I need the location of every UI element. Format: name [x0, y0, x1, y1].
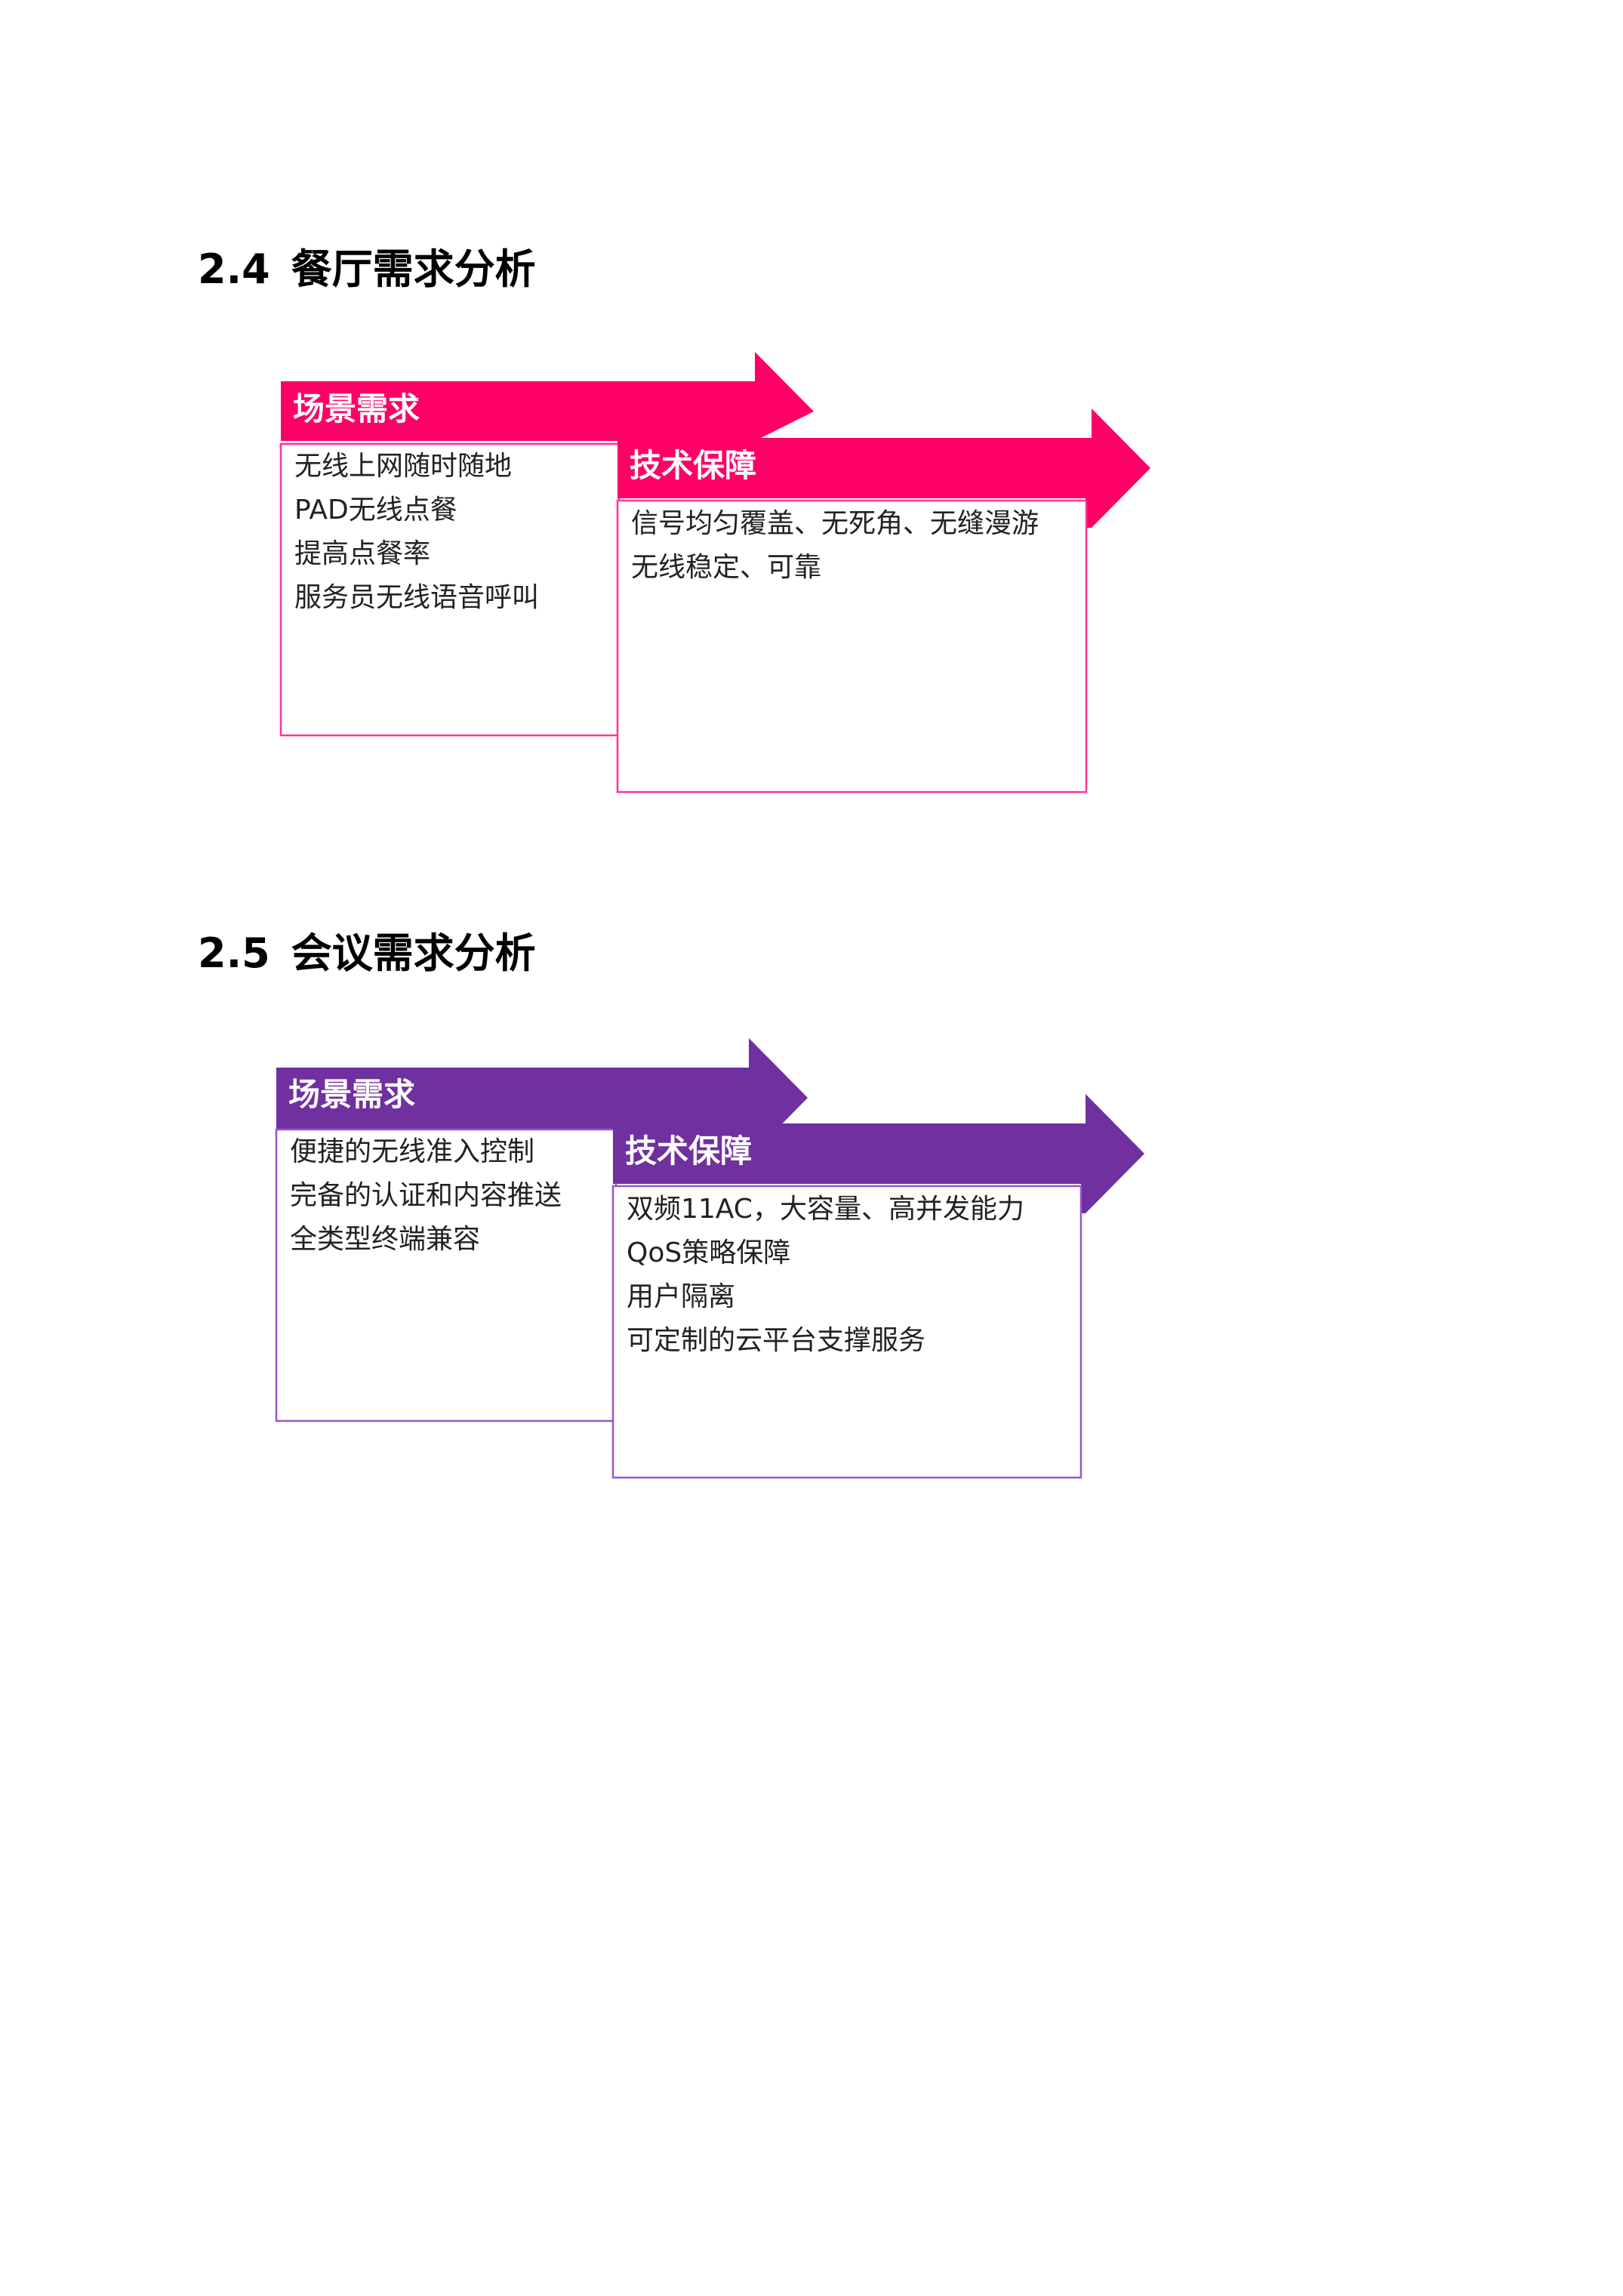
- scenario-item: 便捷的无线准入控制: [290, 1136, 535, 1167]
- meeting-diagram-shapes: [275, 1038, 1144, 1479]
- tech-item: 信号均匀覆盖、无死角、无缝漫游: [631, 508, 1039, 539]
- section-title-2-5: 2.5 会议需求分析: [198, 927, 536, 980]
- tech-box: [616, 499, 1088, 794]
- tech-header: 技术保障: [630, 447, 757, 484]
- section-number: 2.4: [198, 245, 270, 293]
- tech-header: 技术保障: [625, 1133, 753, 1170]
- section-title-text: 会议需求分析: [291, 929, 536, 977]
- section-number: 2.5: [198, 929, 270, 977]
- tech-item: 无线稳定、可靠: [631, 552, 822, 583]
- scenario-header: 场景需求: [288, 1076, 416, 1113]
- tech-arrow: [613, 1094, 1144, 1213]
- scenario-item: 无线上网随时随地: [294, 451, 513, 482]
- tech-item: 用户隔离: [627, 1281, 736, 1312]
- scenario-box: [275, 1128, 617, 1422]
- section-title-2-4: 2.4 餐厅需求分析: [198, 243, 536, 296]
- tech-item: 可定制的云平台支撑服务: [627, 1325, 926, 1356]
- scenario-item: 提高点餐率: [294, 538, 431, 569]
- restaurant-diagram-shapes: [279, 352, 1150, 794]
- tech-item: 双频11AC，大容量、高并发能力: [627, 1194, 1024, 1225]
- scenario-header: 场景需求: [293, 390, 420, 427]
- scenario-item: 完备的认证和内容推送: [290, 1180, 562, 1211]
- scenario-item: 服务员无线语音呼叫: [294, 582, 540, 613]
- scenario-item: 全类型终端兼容: [290, 1224, 481, 1255]
- tech-arrow: [617, 408, 1150, 528]
- scenario-item: PAD无线点餐: [294, 495, 457, 525]
- section-title-text: 餐厅需求分析: [291, 245, 536, 293]
- scenario-box: [279, 442, 621, 737]
- tech-box: [611, 1185, 1083, 1479]
- scenario-arrow: [281, 352, 814, 441]
- tech-item: QoS策略保障: [627, 1237, 791, 1268]
